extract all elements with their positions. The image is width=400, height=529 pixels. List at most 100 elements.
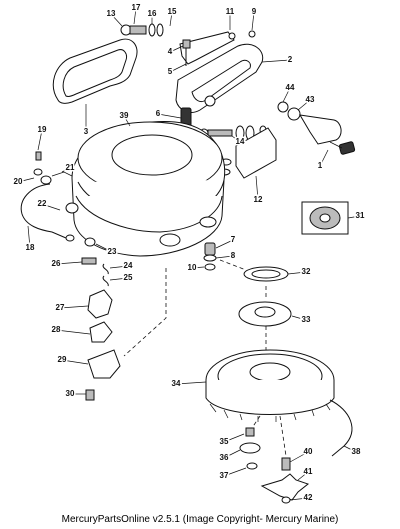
- callout-38-leader: [343, 445, 357, 453]
- callout-7-leader: [215, 239, 234, 249]
- callout-33-leader: [291, 315, 307, 321]
- callout-2-leader: [261, 59, 291, 63]
- callout-32: 32: [302, 267, 311, 276]
- alignment-lines: [123, 259, 287, 457]
- callout-44: 44: [286, 83, 295, 92]
- callout-12-leader: [255, 175, 259, 201]
- callout-8-leader: [215, 255, 234, 259]
- callout-20: 20: [14, 177, 23, 186]
- cable-assembly: [20, 151, 75, 242]
- callout-14: 14: [236, 137, 245, 146]
- callout-17-leader: [133, 7, 137, 25]
- callout-7: 7: [231, 235, 236, 244]
- handle-housing: [175, 43, 264, 113]
- callout-10: 10: [188, 263, 197, 272]
- callout-42-leader: [289, 497, 309, 501]
- washer-9-top: [248, 30, 256, 38]
- callout-1-leader: [319, 149, 329, 167]
- callout-43-leader: [297, 99, 311, 111]
- callout-39-leader: [123, 115, 131, 127]
- callout-18-leader: [27, 225, 31, 249]
- bracket-link: [179, 31, 236, 65]
- callout-28-leader: [55, 329, 91, 335]
- callout-35-leader: [223, 433, 245, 443]
- callout-31-leader: [347, 215, 361, 219]
- callout-41: 41: [304, 467, 313, 476]
- callout-23-leader: [95, 243, 113, 253]
- callout-5-leader: [169, 63, 187, 73]
- callout-8: 8: [231, 251, 236, 260]
- starter-housing: [65, 121, 226, 257]
- callout-23: 23: [108, 247, 117, 256]
- callout-33: 33: [302, 315, 311, 324]
- callout-2: 2: [288, 55, 293, 64]
- callout-28: 28: [52, 325, 61, 334]
- callout-22-leader: [41, 203, 61, 211]
- callout-14-leader: [231, 135, 241, 143]
- small-parts-23-26: [81, 237, 97, 265]
- callout-19: 19: [38, 125, 47, 134]
- plate-12: [235, 127, 277, 179]
- callout-5: 5: [168, 67, 173, 76]
- callout-30: 30: [66, 389, 75, 398]
- callout-17: 17: [132, 3, 141, 12]
- callout-40-leader: [289, 451, 309, 463]
- callout-15-leader: [169, 11, 173, 27]
- copyright-footer: MercuryPartsOnline v2.5.1 (Image Copyrig…: [61, 514, 339, 525]
- callout-13-leader: [110, 13, 123, 27]
- callout-34: 34: [172, 379, 181, 388]
- callout-9-leader: [251, 11, 255, 31]
- callout-35: 35: [220, 437, 229, 446]
- callout-layer: 1234567891011121314151617181920212223242…: [12, 2, 366, 504]
- callout-43: 43: [306, 95, 315, 104]
- callout-4-leader: [169, 45, 184, 53]
- bolt-4: [182, 39, 191, 66]
- callout-22: 22: [38, 199, 47, 208]
- callout-21-leader: [61, 167, 71, 173]
- callout-34-leader: [175, 381, 207, 385]
- callout-16: 16: [148, 9, 157, 18]
- callout-37: 37: [220, 471, 229, 480]
- callout-27-leader: [59, 305, 89, 309]
- callout-25: 25: [124, 273, 133, 282]
- callout-1: 1: [318, 161, 323, 170]
- callout-37-leader: [223, 467, 247, 477]
- callout-41-leader: [297, 471, 309, 481]
- callout-40: 40: [304, 447, 313, 456]
- retainer-ring-32: [243, 266, 289, 282]
- starter-rope-38: [329, 399, 353, 457]
- callout-44-leader: [282, 87, 291, 103]
- callout-19-leader: [37, 129, 43, 151]
- callout-6: 6: [156, 109, 161, 118]
- callout-4: 4: [168, 47, 173, 56]
- callout-15: 15: [168, 7, 177, 16]
- callout-29: 29: [58, 355, 67, 364]
- plate-33: [238, 301, 292, 327]
- callout-38: 38: [352, 447, 361, 456]
- callout-11: 11: [226, 7, 235, 16]
- spacer-7-8-10: [203, 242, 217, 271]
- callout-25-leader: [109, 277, 129, 281]
- callout-10-leader: [191, 266, 205, 269]
- callout-26: 26: [52, 259, 61, 268]
- callout-26-leader: [55, 261, 83, 265]
- callout-32-leader: [287, 271, 307, 275]
- callout-31: 31: [356, 211, 365, 220]
- callout-21: 21: [66, 163, 75, 172]
- clips-24-25: [102, 263, 109, 287]
- fasteners-35-37: [239, 427, 261, 470]
- callout-9: 9: [252, 7, 257, 16]
- callout-6-leader: [157, 113, 182, 119]
- callout-20-leader: [17, 177, 35, 183]
- rewind-pulley-34: [205, 349, 335, 422]
- brake-pad-31: [301, 201, 349, 235]
- callout-12: 12: [254, 195, 263, 204]
- fasteners-40-42: [260, 457, 310, 504]
- callout-36-leader: [223, 449, 241, 459]
- left-column-parts: [85, 289, 121, 401]
- callout-18: 18: [26, 243, 35, 252]
- starter-handle: [52, 38, 138, 104]
- callout-39: 39: [120, 111, 129, 120]
- callout-13: 13: [107, 9, 116, 18]
